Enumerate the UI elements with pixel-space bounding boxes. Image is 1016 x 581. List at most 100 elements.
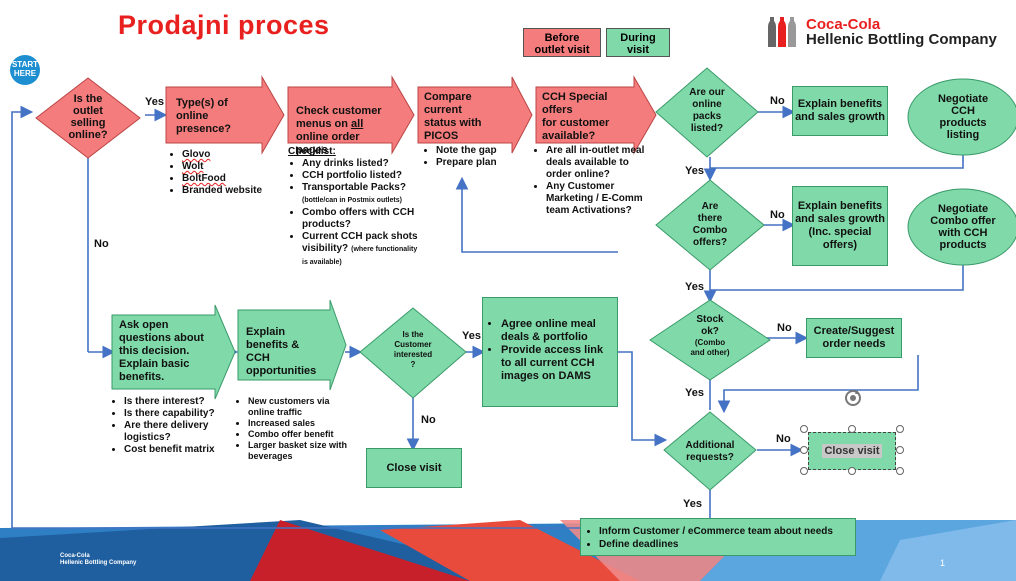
decision-stock-ok: Stock ok? (Combo and other) xyxy=(680,314,740,358)
brand-line1: Coca-Cola xyxy=(806,16,881,33)
negotiate-listing: Negotiate CCH products listing xyxy=(937,93,989,141)
checklist-item: Combo offers with CCH products? xyxy=(302,207,420,231)
resize-handle-tr[interactable] xyxy=(896,425,904,433)
checklist-item: Any drinks listed? xyxy=(302,158,420,170)
checklist-item-small: (where functionality is available) xyxy=(302,246,418,266)
benefits-item: Increased sales xyxy=(248,418,358,429)
create-order-needs: Create/Suggest order needs xyxy=(806,318,902,358)
compare-picos-step: Compare current status with PICOS xyxy=(418,87,518,147)
interest-item: Are there delivery logistics? xyxy=(124,420,226,444)
checklist-item-small: (bottle/can in Postmix outlets) xyxy=(302,197,402,204)
interest-list: Is there interest? Is there capability? … xyxy=(110,396,226,456)
checklist-title: Checklist: xyxy=(288,146,336,157)
legend-before-visit: Before outlet visit xyxy=(523,28,601,57)
resize-handle-tl[interactable] xyxy=(800,425,808,433)
decision-packs-listed: Are our online packs listed? xyxy=(689,87,725,134)
resize-handle-mr[interactable] xyxy=(896,446,904,454)
benefits-list: New customers via online traffic Increas… xyxy=(234,396,358,462)
start-here-badge: START HERE xyxy=(10,55,40,85)
decision-selling-online: Is the outlet selling online? xyxy=(68,93,108,141)
platform-item: Branded website xyxy=(182,185,278,197)
resize-handle-bm[interactable] xyxy=(848,467,856,475)
rotate-handle-icon[interactable] xyxy=(843,388,863,408)
benefits-item: Combo offer benefit xyxy=(248,429,358,440)
offers-item: Any Customer Marketing / E-Comm team Act… xyxy=(546,181,650,217)
explain-benefits-1: Explain benefits and sales growth xyxy=(792,86,888,136)
yes-label: Yes xyxy=(685,165,704,177)
agree-item: Provide access link to all current CCH i… xyxy=(501,344,613,383)
bottles-icon xyxy=(768,17,796,47)
gap-item: Prepare plan xyxy=(436,157,522,169)
page-title: Prodajni proces xyxy=(118,10,330,40)
close-visit-selected[interactable]: Close visit xyxy=(808,432,896,470)
interest-item: Cost benefit matrix xyxy=(124,444,226,456)
inform-list: Inform Customer / eCommerce team about n… xyxy=(585,525,851,551)
check-menus-text-post: online order pages xyxy=(296,131,360,156)
checklist-item: CCH portfolio listed? xyxy=(302,170,420,182)
no-label: No xyxy=(421,414,436,426)
checklist: Checklist: Any drinks listed? CCH portfo… xyxy=(288,146,420,269)
brand-line2: Hellenic Bottling Company xyxy=(806,31,997,48)
yes-label: Yes xyxy=(462,330,481,342)
interest-item: Is there capability? xyxy=(124,408,226,420)
inform-customer-box: Inform Customer / eCommerce team about n… xyxy=(580,518,856,556)
checklist-item-text: CCH portfolio listed? xyxy=(302,170,402,181)
ask-open-questions: Ask open questions about this decision. … xyxy=(113,315,223,388)
negotiate-combo: Negotiate Combo offer with CCH products xyxy=(930,203,996,251)
checklist-item-text: Transportable Packs? xyxy=(302,182,406,193)
check-menus-step: Check customer menus on all online order… xyxy=(290,88,396,161)
agree-deals-box: Agree online meal deals & portfolio Prov… xyxy=(482,297,618,407)
platform-item: BoltFood xyxy=(182,173,278,185)
brand-logo: Coca-Cola Hellenic Bottling Company xyxy=(764,17,1014,49)
gap-list: Note the gap Prepare plan xyxy=(422,145,522,169)
compare-picos-text: Compare current status with PICOS xyxy=(424,91,482,142)
resize-handle-ml[interactable] xyxy=(800,446,808,454)
benefits-item: New customers via online traffic xyxy=(248,396,358,418)
resize-handle-tm[interactable] xyxy=(848,425,856,433)
close-visit-selected-text: Close visit xyxy=(822,444,882,458)
page-number: 1 xyxy=(940,558,946,568)
yes-label: Yes xyxy=(685,281,704,293)
yes-label: Yes xyxy=(685,387,704,399)
agree-item: Agree online meal deals & portfolio xyxy=(501,318,613,344)
inform-item: Define deadlines xyxy=(599,538,851,551)
checklist-item: Current CCH pack shots visibility?(where… xyxy=(302,231,420,269)
type-of-presence-text: Type(s) of online presence? xyxy=(176,97,232,135)
checklist-item-text: Any drinks listed? xyxy=(302,158,389,169)
yes-label: Yes xyxy=(145,96,164,108)
ask-open-questions-text: Ask open questions about this decision. … xyxy=(119,319,204,383)
offers-list: Are all in-outlet meal deals available t… xyxy=(532,145,650,217)
special-offers-text: CCH Special offers for customer availabl… xyxy=(542,91,610,142)
resize-handle-bl[interactable] xyxy=(800,467,808,475)
benefits-item: Larger basket size with beverages xyxy=(248,440,358,462)
stock-ok-small: (Combo and other) xyxy=(690,338,730,357)
yes-label: Yes xyxy=(683,498,702,510)
no-label: No xyxy=(770,209,785,221)
agree-list: Agree online meal deals & portfolio Prov… xyxy=(487,318,613,383)
explain-opportunities-text: Explain benefits & CCH opportunities xyxy=(246,326,317,377)
gap-item: Note the gap xyxy=(436,145,522,157)
close-visit-box: Close visit xyxy=(366,448,462,488)
platform-item: Wolt xyxy=(182,161,278,173)
explain-benefits-2: Explain benefits and sales growth (Inc. … xyxy=(792,186,888,266)
decision-additional-requests: Additional requests? xyxy=(685,440,735,463)
stock-ok-text: Stock ok? xyxy=(696,314,724,337)
decision-combo-offers: Are there Combo offers? xyxy=(692,201,728,248)
inform-item: Inform Customer / eCommerce team about n… xyxy=(599,525,851,538)
platforms-list: Glovo Wolt BoltFood Branded website xyxy=(168,149,278,197)
check-menus-text-pre: Check customer menus on xyxy=(296,105,382,130)
no-label: No xyxy=(94,238,109,250)
no-label: No xyxy=(776,433,791,445)
special-offers-step: CCH Special offers for customer availabl… xyxy=(536,87,640,147)
offers-item: Are all in-outlet meal deals available t… xyxy=(546,145,650,181)
no-label: No xyxy=(770,95,785,107)
checklist-item-text: Combo offers with CCH products? xyxy=(302,207,415,230)
no-label: No xyxy=(777,322,792,334)
resize-handle-br[interactable] xyxy=(896,467,904,475)
footer-logo-text: Coca-Cola Hellenic Bottling Company xyxy=(60,553,137,566)
explain-opportunities: Explain benefits & CCH opportunities xyxy=(240,322,336,382)
check-menus-text-all: all xyxy=(351,118,364,130)
